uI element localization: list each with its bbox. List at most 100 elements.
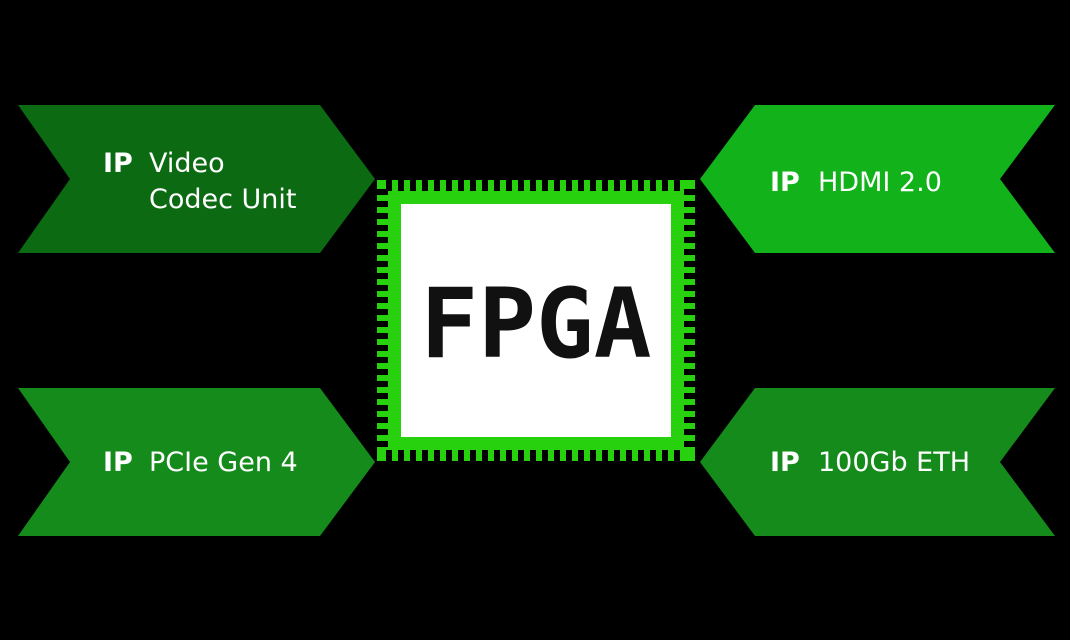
chip-label: FPGA: [420, 268, 651, 380]
pin-gap: [684, 429, 695, 435]
ip-tag-eth: IP: [770, 447, 800, 478]
pin-gap: [377, 297, 388, 303]
pin-gap: [398, 180, 404, 191]
chip-pins-bottom: [386, 450, 680, 461]
pin-gap: [377, 357, 388, 363]
pin-gap: [377, 405, 388, 411]
pin-gap: [542, 450, 548, 461]
pin-gap: [684, 321, 695, 327]
pin-gap: [377, 249, 388, 255]
ip-line-pcie: PCIe Gen 4: [149, 447, 298, 478]
pin-gap: [626, 450, 632, 461]
pin-gap: [566, 450, 572, 461]
pin-gap: [377, 429, 388, 435]
pin-gap: [554, 180, 560, 191]
pin-gap: [684, 225, 695, 231]
pin-gap: [684, 393, 695, 399]
pin-gap: [684, 261, 695, 267]
arrow-shape-eth: [700, 388, 1055, 536]
pin-gap: [506, 450, 512, 461]
pin-gap: [458, 180, 464, 191]
chip-pins-top: [386, 180, 680, 191]
pin-gap: [684, 201, 695, 207]
pin-gap: [518, 180, 524, 191]
ip-tag-video-codec: IP: [103, 148, 133, 179]
pin-gap: [506, 180, 512, 191]
pin-gap: [684, 369, 695, 375]
arrow-shape-hdmi: [700, 105, 1055, 253]
pin-gap: [377, 333, 388, 339]
pin-gap: [638, 180, 644, 191]
pin-gap: [377, 273, 388, 279]
pin-gap: [494, 450, 500, 461]
pin-gap: [530, 180, 536, 191]
pin-gap: [377, 417, 388, 423]
pin-gap: [684, 285, 695, 291]
pin-gap: [614, 450, 620, 461]
pin-gap: [614, 180, 620, 191]
pin-gap: [377, 225, 388, 231]
pin-gap: [684, 213, 695, 219]
pin-gap: [530, 450, 536, 461]
pin-gap: [470, 450, 476, 461]
ip-tag-hdmi: IP: [770, 167, 800, 198]
ip-line-hdmi: HDMI 2.0: [818, 167, 942, 198]
ip-block-hdmi: IP HDMI 2.0: [700, 105, 1055, 253]
ip-tag-pcie: IP: [103, 447, 133, 478]
pin-gap: [684, 405, 695, 411]
pin-gap: [662, 450, 668, 461]
pin-gap: [542, 180, 548, 191]
pin-gap: [674, 180, 680, 191]
pin-gap: [410, 180, 416, 191]
pin-gap: [377, 345, 388, 351]
pin-gap: [674, 450, 680, 461]
pin-gap: [377, 441, 388, 447]
pin-gap: [410, 450, 416, 461]
pin-gap: [590, 180, 596, 191]
pin-gap: [494, 180, 500, 191]
pin-gap: [422, 180, 428, 191]
pin-gap: [377, 285, 388, 291]
pin-gap: [684, 309, 695, 315]
pin-gap: [377, 381, 388, 387]
pin-gap: [377, 189, 388, 195]
pin-gap: [662, 180, 668, 191]
pin-gap: [470, 180, 476, 191]
ip-line-eth: 100Gb ETH: [818, 447, 970, 478]
pin-gap: [377, 393, 388, 399]
chip-body: [401, 204, 671, 437]
pin-gap: [377, 201, 388, 207]
pin-gap: [578, 180, 584, 191]
pin-gap: [684, 381, 695, 387]
pin-gap: [446, 180, 452, 191]
pin-gap: [578, 450, 584, 461]
pin-gap: [554, 450, 560, 461]
pin-gap: [684, 189, 695, 195]
pin-gap: [684, 441, 695, 447]
pin-gap: [684, 333, 695, 339]
pin-gap: [434, 450, 440, 461]
ip-block-pcie: IP PCIe Gen 4: [18, 388, 375, 536]
pin-gap: [602, 450, 608, 461]
pin-gap: [684, 417, 695, 423]
pin-gap: [377, 309, 388, 315]
pin-gap: [602, 180, 608, 191]
pin-gap: [684, 249, 695, 255]
pin-gap: [638, 450, 644, 461]
pin-gap: [377, 213, 388, 219]
pin-gap: [398, 450, 404, 461]
fpga-chip: FPGA: [377, 180, 695, 461]
pin-gap: [650, 450, 656, 461]
chip-pins-left: [377, 189, 388, 447]
pin-gap: [684, 297, 695, 303]
pin-gap: [422, 450, 428, 461]
pin-gap: [458, 450, 464, 461]
pin-gap: [377, 321, 388, 327]
ip-block-video-codec: IP Video Codec Unit: [18, 105, 375, 253]
pin-gap: [684, 345, 695, 351]
pin-gap: [434, 180, 440, 191]
pin-gap: [518, 450, 524, 461]
pin-gap: [684, 357, 695, 363]
